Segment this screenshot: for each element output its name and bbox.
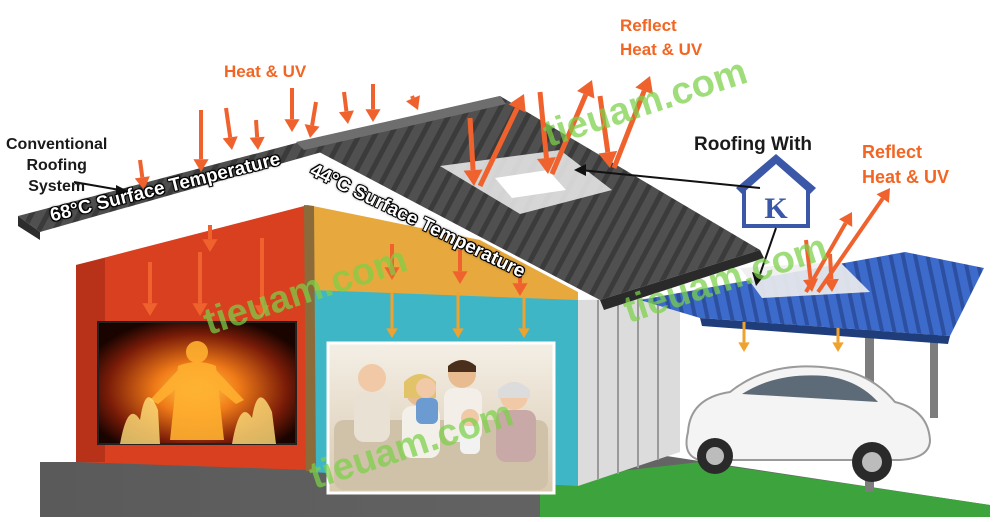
- heat-arrow: [284, 88, 300, 132]
- incoming-heat-arrow: [463, 117, 483, 186]
- heat-arrow-gable: [512, 268, 528, 296]
- heat-arrow-gable: [384, 244, 400, 280]
- heat-arrow: [338, 91, 354, 124]
- conventional-roof-edge: [18, 216, 40, 240]
- carport-roof-edge: [700, 318, 950, 344]
- heat-arrow: [193, 110, 209, 172]
- heat-arrow-inside-hot: [202, 225, 218, 252]
- heat-arrow-reduced: [832, 328, 844, 352]
- roof-ridge: [296, 96, 506, 150]
- side-wall: [578, 298, 680, 486]
- incoming-heat-arrow: [823, 253, 839, 292]
- lawn: [540, 462, 990, 517]
- insulation-sheet: [495, 170, 566, 198]
- label-heat-uv: Heat & UV: [224, 62, 307, 81]
- heat-arrow: [134, 159, 150, 190]
- heat-arrow: [365, 84, 381, 122]
- heat-arrow-inside-hot: [142, 262, 158, 316]
- logo-pointer-head: [752, 272, 764, 286]
- reflected-arrow: [611, 76, 654, 169]
- roofing-pointer: [579, 169, 761, 189]
- reflected-arrow: [477, 94, 526, 188]
- reflected-arrow: [804, 212, 853, 293]
- side-wall-slats: [597, 299, 659, 480]
- reflected-heat-arrows: [463, 76, 890, 294]
- label-conventional-roofing: Conventional Roofing System: [6, 136, 108, 195]
- conventional-pointer-head: [116, 185, 128, 196]
- conventional-pointer: [73, 181, 121, 191]
- heat-arrow-reduced: [518, 296, 530, 338]
- heat-arrow-reduced: [452, 292, 464, 338]
- heat-arrows: [134, 84, 420, 190]
- carport-post-2: [930, 300, 938, 418]
- reflected-arrow: [549, 80, 595, 175]
- heat-arrow-inside-hot: [254, 238, 270, 318]
- reflected-arrow: [816, 188, 890, 294]
- logo-pointer: [757, 227, 777, 281]
- reflective-roof-edge: [600, 250, 764, 310]
- heat-arrow-reduced: [386, 292, 398, 338]
- conventional-roof: [18, 142, 322, 232]
- heat-arrow-reduced: [738, 322, 750, 352]
- label-reflect-right: Reflect Heat & UV: [862, 142, 950, 187]
- burning-person: [150, 341, 244, 440]
- family-people: [354, 360, 536, 462]
- heat-arrow: [222, 107, 238, 150]
- inner-heat-arrows: [142, 225, 844, 352]
- cool-gable: [308, 205, 578, 310]
- heat-arrow: [249, 119, 265, 150]
- incoming-heat-arrow: [536, 91, 556, 174]
- wall-divider: [304, 205, 316, 472]
- heat-arrow: [304, 101, 320, 138]
- heat-arrow: [405, 95, 420, 110]
- label-roofing-with: Roofing With: [694, 134, 813, 155]
- flames: [120, 397, 276, 444]
- label-reflect-top: Reflect Heat & UV: [620, 16, 703, 59]
- k-logo: [736, 154, 816, 228]
- roofing-pointer-head: [574, 164, 586, 176]
- incoming-heat-arrow: [597, 95, 618, 168]
- car: [685, 365, 932, 482]
- heat-arrow-inside-hot: [192, 252, 208, 316]
- heat-arrow-gable: [452, 250, 468, 284]
- k-logo-letter: K: [764, 192, 788, 225]
